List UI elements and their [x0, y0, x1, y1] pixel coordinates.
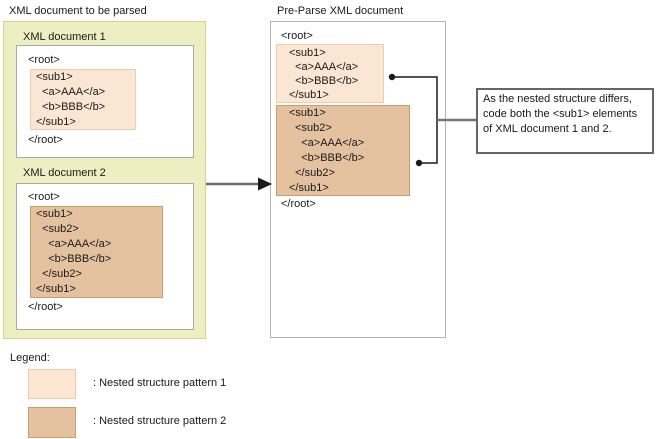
legend-label-pattern1: : Nested structure pattern 1: [93, 377, 227, 389]
callout-note: As the nested structure differs, code bo…: [476, 88, 654, 154]
code-line: <a>AAA</a>: [289, 61, 359, 73]
preparse-code-post: </root>: [281, 197, 316, 212]
doc2-pattern2-highlight: <sub1> <sub2> <a>AAA</a> <b>BBB</b> </su…: [30, 206, 163, 298]
legend-label-pattern2: : Nested structure pattern 2: [93, 415, 227, 427]
xml-source-group: XML document 1 <root> <sub1> <a>AAA</a> …: [3, 21, 206, 339]
code-line: <sub2>: [36, 223, 79, 235]
code-line: <sub1>: [289, 47, 326, 59]
code-line: </sub1>: [289, 182, 329, 194]
middle-panel-title: Pre-Parse XML document: [277, 5, 404, 17]
legend-swatch-pattern2: [28, 407, 76, 438]
code-line: <sub1>: [36, 71, 73, 83]
doc1-code-pre: <root>: [28, 53, 60, 68]
flow-arrow-icon: [206, 177, 272, 191]
preparse-box: <root> <sub1> <a>AAA</a> <b>BBB</b> </sub…: [270, 21, 446, 338]
doc2-code-post: </root>: [28, 300, 63, 315]
left-panel-title: XML document to be parsed: [9, 5, 147, 17]
doc2-box: <root> <sub1> <sub2> <a>AAA</a> <b>BBB</…: [16, 183, 194, 330]
doc2-label: XML document 2: [23, 167, 106, 179]
doc1-label: XML document 1: [23, 31, 106, 43]
doc1-pattern1-highlight: <sub1> <a>AAA</a> <b>BBB</b> </sub1>: [30, 69, 136, 130]
preparse-pattern2-highlight: <sub1> <sub2> <a>AAA</a> <b>BBB</b> </su…: [276, 105, 410, 196]
code-line: </sub2>: [289, 167, 335, 179]
code-line: </sub1>: [36, 283, 76, 295]
doc2-code-pre: <root>: [28, 190, 60, 205]
code-line: <root>: [281, 30, 313, 42]
code-line: <sub1>: [36, 208, 73, 220]
code-line: <sub2>: [289, 122, 332, 134]
preparse-code-pre: <root>: [281, 29, 313, 44]
code-line: </sub1>: [289, 89, 329, 101]
code-line: <b>BBB</b>: [289, 152, 365, 164]
code-line: <b>BBB</b>: [289, 75, 359, 87]
code-line: <root>: [28, 191, 60, 203]
code-line: <b>BBB</b>: [36, 253, 112, 265]
code-line: </root>: [28, 134, 63, 146]
code-line: <a>AAA</a>: [289, 137, 365, 149]
legend-swatch-pattern1: [28, 369, 76, 399]
doc1-box: <root> <sub1> <a>AAA</a> <b>BBB</b> </sub…: [16, 45, 194, 158]
code-line: <root>: [28, 54, 60, 66]
code-line: </root>: [28, 301, 63, 313]
code-line: </sub1>: [36, 116, 76, 128]
code-line: </root>: [281, 198, 316, 210]
preparse-pattern1-highlight: <sub1> <a>AAA</a> <b>BBB</b> </sub1>: [276, 44, 384, 103]
code-line: <sub1>: [289, 107, 326, 119]
code-line: </sub2>: [36, 268, 82, 280]
doc1-code-post: </root>: [28, 133, 63, 148]
code-line: <a>AAA</a>: [36, 86, 106, 98]
code-line: <a>AAA</a>: [36, 238, 112, 250]
code-line: <b>BBB</b>: [36, 101, 106, 113]
legend-title: Legend:: [10, 352, 50, 364]
